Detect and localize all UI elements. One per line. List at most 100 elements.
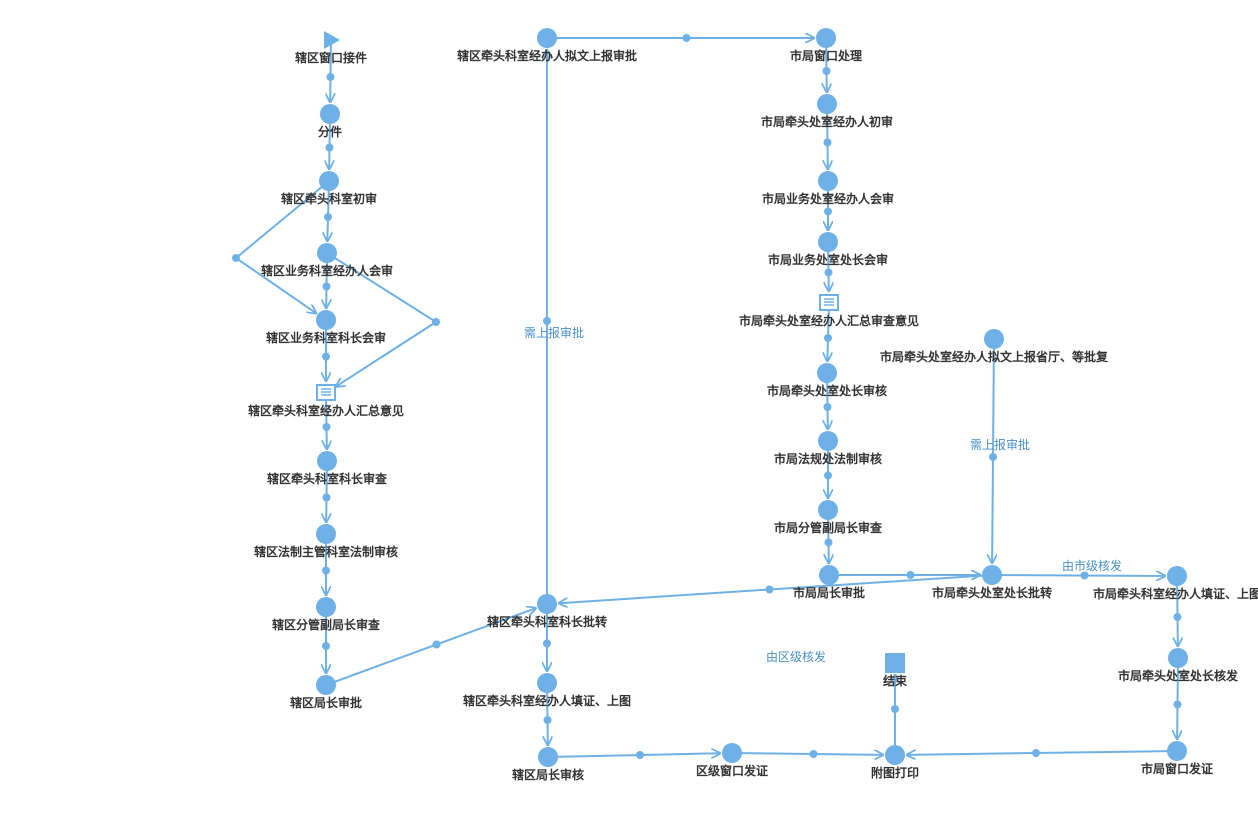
edge-waypoint-handle[interactable] xyxy=(1173,700,1182,709)
edge-waypoint-handle[interactable] xyxy=(543,716,552,724)
edge-waypoint-handle[interactable] xyxy=(824,268,833,277)
task-node-circle[interactable] xyxy=(984,329,1004,349)
flow-node[interactable]: 市局牵头处室处长核发 xyxy=(1118,648,1239,683)
edge-waypoint-handle[interactable] xyxy=(824,471,832,480)
edge-waypoint-handle[interactable] xyxy=(432,318,440,326)
flow-node[interactable]: 辖区窗口接件 xyxy=(295,31,367,65)
flow-node[interactable]: 市局牵头处室经办人汇总审查意见 xyxy=(739,294,919,328)
edge-waypoint-handle[interactable] xyxy=(906,571,915,579)
edge-waypoint-handle[interactable] xyxy=(824,207,832,216)
flow-node[interactable]: 结束 xyxy=(883,653,908,688)
edge-waypoint-handle[interactable] xyxy=(824,334,832,342)
flow-node[interactable]: 辖区局长审核 xyxy=(512,747,584,782)
task-node-circle[interactable] xyxy=(982,565,1002,585)
flow-node[interactable]: 辖区法制主管科室法制审核 xyxy=(254,524,398,559)
flow-node[interactable]: 辖区牵头科室科长审查 xyxy=(267,451,388,486)
task-node-circle[interactable] xyxy=(818,232,838,252)
end-icon[interactable] xyxy=(885,653,905,673)
flow-node[interactable]: 市局牵头处室处长批转 xyxy=(932,565,1052,600)
edge-waypoint-handle[interactable] xyxy=(324,213,332,221)
task-node-circle[interactable] xyxy=(817,94,837,114)
edge-waypoint-handle[interactable] xyxy=(322,493,331,502)
task-node-circle[interactable] xyxy=(316,675,336,695)
flow-node[interactable]: 附图打印 xyxy=(871,745,919,780)
edge-waypoint-handle[interactable] xyxy=(891,705,899,713)
task-node-circle[interactable] xyxy=(537,594,557,614)
edge-n31-to-n16 xyxy=(907,751,1178,755)
flow-node[interactable]: 市局分管副局长审查 xyxy=(774,500,883,535)
task-node-circle[interactable] xyxy=(1167,741,1187,761)
flow-node[interactable]: 区级窗口发证 xyxy=(696,743,768,778)
edge-waypoint-handle[interactable] xyxy=(543,639,551,648)
task-node-circle[interactable] xyxy=(722,743,742,763)
flow-node[interactable]: 市局牵头处室经办人拟文上报省厅、等批复 xyxy=(880,329,1109,364)
flow-node[interactable]: 分件 xyxy=(318,104,342,139)
flow-node[interactable]: 辖区分管副局长审查 xyxy=(272,597,381,632)
flow-node[interactable]: 辖区业务科室科长会审 xyxy=(266,310,386,345)
flow-node[interactable]: 市局牵头处室经办人初审 xyxy=(761,94,893,129)
edge-waypoint-handle[interactable] xyxy=(326,73,335,81)
task-node-circle[interactable] xyxy=(316,310,336,330)
flow-node[interactable]: 辖区业务科室经办人会审 xyxy=(261,243,393,278)
task-node-circle[interactable] xyxy=(819,565,839,585)
flow-node[interactable]: 市局业务处室处长会审 xyxy=(768,232,888,267)
task-node-circle[interactable] xyxy=(320,104,340,124)
edge-waypoint-handle[interactable] xyxy=(322,642,330,650)
edge-waypoint-handle[interactable] xyxy=(322,423,331,431)
edge-waypoint-handle[interactable] xyxy=(432,640,441,649)
edge-waypoint-handle[interactable] xyxy=(322,282,331,291)
flow-node[interactable]: 辖区牵头科室经办人汇总意见 xyxy=(248,384,404,418)
task-node-circle[interactable] xyxy=(1167,566,1187,586)
form-icon[interactable] xyxy=(819,294,839,311)
edge-waypoint-handle[interactable] xyxy=(1080,571,1089,580)
flow-node[interactable]: 市局窗口处理 xyxy=(790,28,862,63)
task-node-circle[interactable] xyxy=(316,524,336,544)
edge-waypoint-handle[interactable] xyxy=(232,254,240,262)
edge-waypoint-handle[interactable] xyxy=(682,34,691,42)
task-node-circle[interactable] xyxy=(319,171,339,191)
flow-node[interactable]: 市局业务处室经办人会审 xyxy=(762,171,894,206)
start-icon[interactable] xyxy=(324,31,340,49)
edge-waypoint-handle[interactable] xyxy=(1032,749,1040,757)
flow-node[interactable]: 辖区牵头科室初审 xyxy=(281,171,377,206)
task-node-circle[interactable] xyxy=(816,28,836,48)
form-icon[interactable] xyxy=(316,384,336,401)
task-node-circle[interactable] xyxy=(316,597,336,617)
task-node-circle[interactable] xyxy=(885,745,905,765)
edge-label: 由区级核发 xyxy=(766,649,826,664)
edge-waypoint-handle[interactable] xyxy=(325,143,334,152)
flow-node[interactable]: 市局牵头处室处长审核 xyxy=(767,363,887,398)
edge-waypoint-handle[interactable] xyxy=(989,453,997,461)
edge-waypoint-handle[interactable] xyxy=(543,317,551,325)
task-node-circle[interactable] xyxy=(537,673,557,693)
edge-waypoint-handle[interactable] xyxy=(1173,613,1182,621)
flow-node[interactable]: 市局窗口发证 xyxy=(1141,741,1213,776)
flow-node[interactable]: 市局牵头科室经办人填证、上图 xyxy=(1093,566,1258,601)
edge-waypoint-handle[interactable] xyxy=(809,750,818,758)
flow-node[interactable]: 市局法规处法制审核 xyxy=(774,431,882,466)
edge-waypoint-handle[interactable] xyxy=(322,566,330,575)
flow-node[interactable]: 市局局长审批 xyxy=(793,565,865,600)
task-node-circle[interactable] xyxy=(317,243,337,263)
edge-waypoint-handle[interactable] xyxy=(322,352,330,361)
flow-node[interactable]: 辖区牵头科室科长批转 xyxy=(487,594,607,629)
flow-node[interactable]: 辖区牵头科室经办人拟文上报审批 xyxy=(457,28,637,63)
task-node-circle[interactable] xyxy=(537,28,557,48)
edge-waypoint-handle[interactable] xyxy=(823,403,832,411)
task-node-circle[interactable] xyxy=(818,171,838,191)
edge-waypoint-handle[interactable] xyxy=(765,585,774,594)
task-node-circle[interactable] xyxy=(317,451,337,471)
edge-n15-to-n16 xyxy=(731,753,883,755)
task-node-circle[interactable] xyxy=(818,431,838,451)
task-node-circle[interactable] xyxy=(818,500,838,520)
edge-n30-to-n31 xyxy=(1177,657,1178,739)
flow-node[interactable]: 辖区局长审批 xyxy=(290,675,362,710)
task-node-circle[interactable] xyxy=(538,747,558,767)
edge-waypoint-handle[interactable] xyxy=(636,751,644,759)
edge-waypoint-handle[interactable] xyxy=(822,67,831,75)
task-node-circle[interactable] xyxy=(817,363,837,383)
task-node-circle[interactable] xyxy=(1168,648,1188,668)
edge-waypoint-handle[interactable] xyxy=(823,138,832,147)
edge-waypoint-handle[interactable] xyxy=(824,538,833,547)
flow-node[interactable]: 辖区牵头科室经办人填证、上图 xyxy=(463,673,631,708)
